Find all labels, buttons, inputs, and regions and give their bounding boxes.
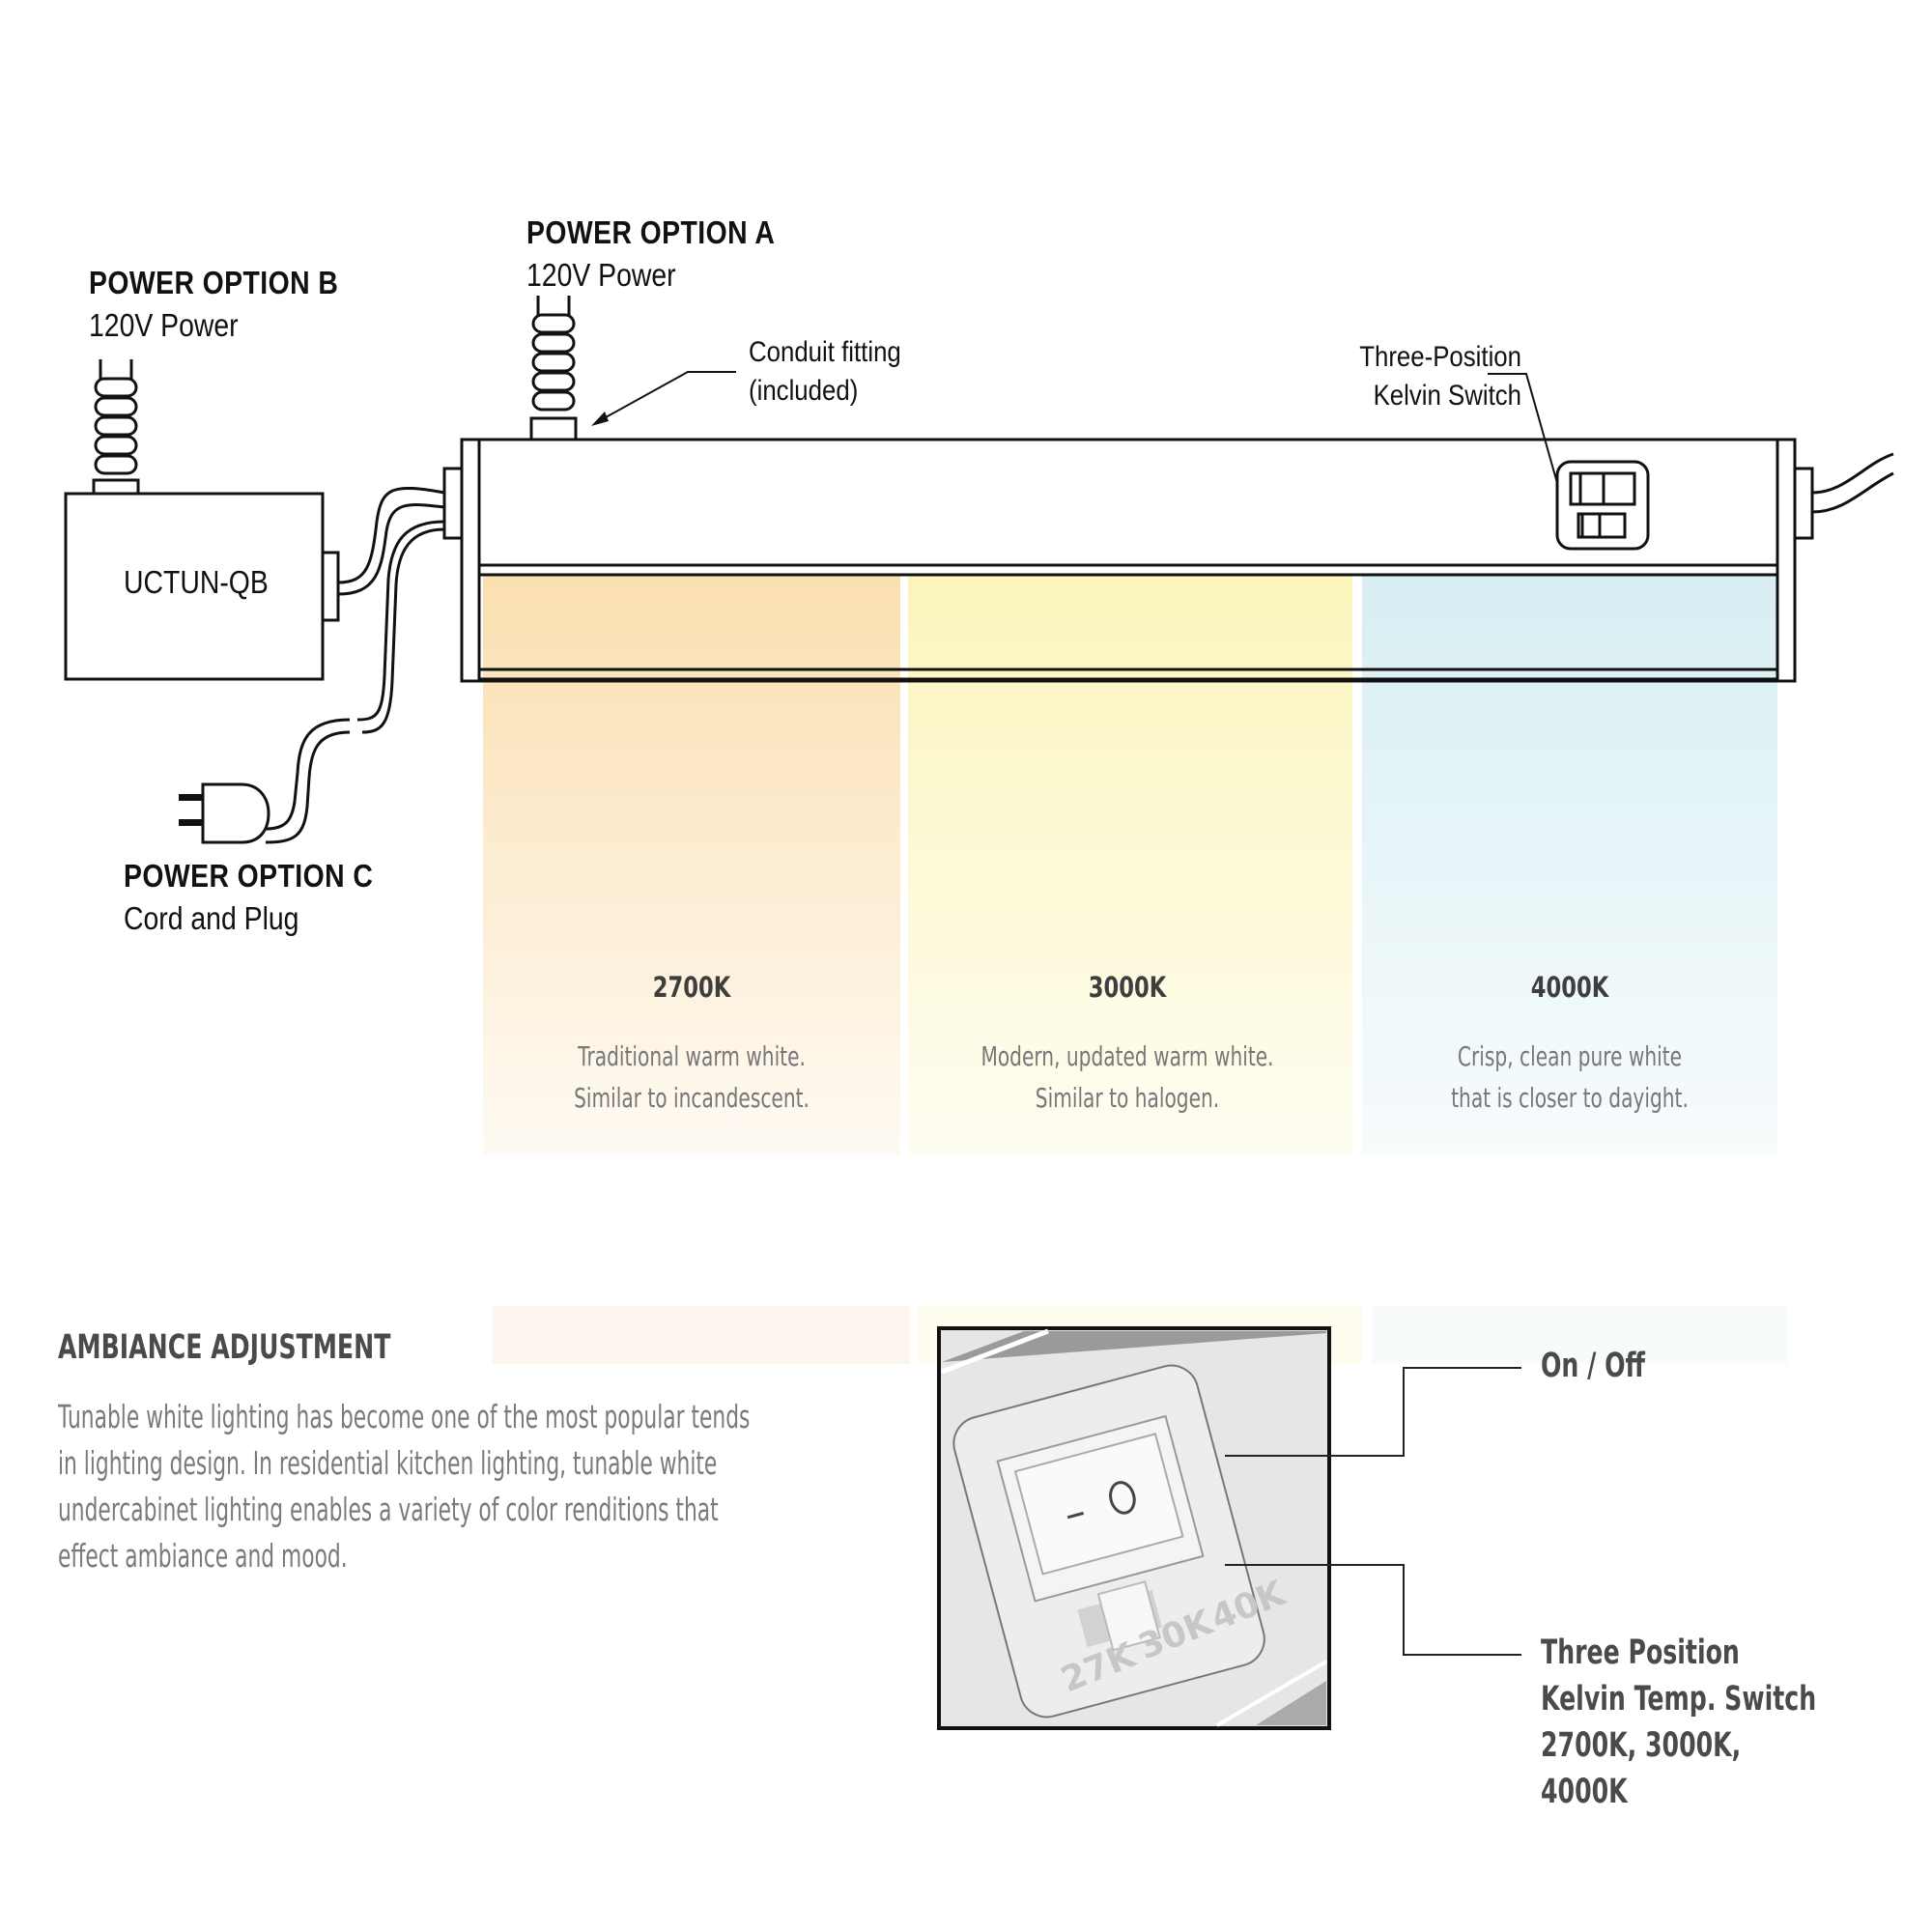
plug-cord [265, 520, 445, 844]
conduit-leader-line [596, 371, 736, 423]
right-cord [1811, 452, 1894, 514]
power-option-c-subtitle: Cord and Plug [124, 900, 299, 936]
power-option-b-subtitle: 120V Power [89, 307, 239, 343]
junction-box-label: UCTUN-QB [124, 564, 269, 600]
light-bar [442, 438, 1814, 683]
band-4000k [1362, 575, 1777, 1154]
conduit-b-icon [92, 359, 140, 496]
conduit-callout: Conduit fitting (included) [749, 333, 901, 411]
temp-2700k-label: 2700K [652, 971, 731, 1004]
kelvin-switch-callout: Three-Position Kelvin Switch [1289, 338, 1521, 415]
plug-icon [179, 782, 270, 844]
power-option-b-title: POWER OPTION B [89, 265, 339, 300]
switch-detail-photo: 27K 30K 40K [937, 1326, 1331, 1730]
on-off-label: On / Off [1541, 1347, 1645, 1385]
band-3000k [908, 575, 1352, 1154]
kelvin-switch-icon [1555, 460, 1650, 551]
power-option-c-title: POWER OPTION C [124, 858, 374, 894]
conduit-callout-line1: Conduit fitting [749, 336, 901, 368]
conduit-callout-line2: (included) [749, 375, 859, 407]
band-2700k [483, 575, 900, 1154]
junction-wire [337, 486, 445, 596]
kelvin-callout-line2: Kelvin Switch [1373, 380, 1521, 412]
kelvin-callout-line1: Three-Position [1359, 341, 1521, 373]
temp-3000k-description: Modern, updated warm white. Similar to h… [980, 1040, 1274, 1114]
power-option-a-subtitle: 120V Power [526, 257, 676, 293]
temp-3000k-label: 3000K [1088, 971, 1167, 1004]
ambiance-body: Tunable white lighting has become one of… [58, 1398, 751, 1575]
power-option-a-title: POWER OPTION A [526, 214, 776, 250]
faint-band-1 [493, 1306, 910, 1364]
faint-band-3 [1372, 1306, 1787, 1364]
ambiance-title: AMBIANCE ADJUSTMENT [58, 1328, 391, 1367]
temp-4000k-description: Crisp, clean pure white that is closer t… [1451, 1040, 1689, 1114]
conduit-a-icon [529, 296, 578, 441]
temp-2700k-description: Traditional warm white. Similar to incan… [574, 1040, 810, 1114]
arrowhead-icon [591, 412, 609, 426]
on-off-leader [1225, 1367, 1521, 1457]
temp-4000k-label: 4000K [1530, 971, 1609, 1004]
kelvin-temp-switch-label: Three Position Kelvin Temp. Switch 2700K… [1541, 1634, 1817, 1811]
kelvin-temp-leader [1225, 1564, 1521, 1656]
kelvin-leader-line [1488, 373, 1558, 484]
